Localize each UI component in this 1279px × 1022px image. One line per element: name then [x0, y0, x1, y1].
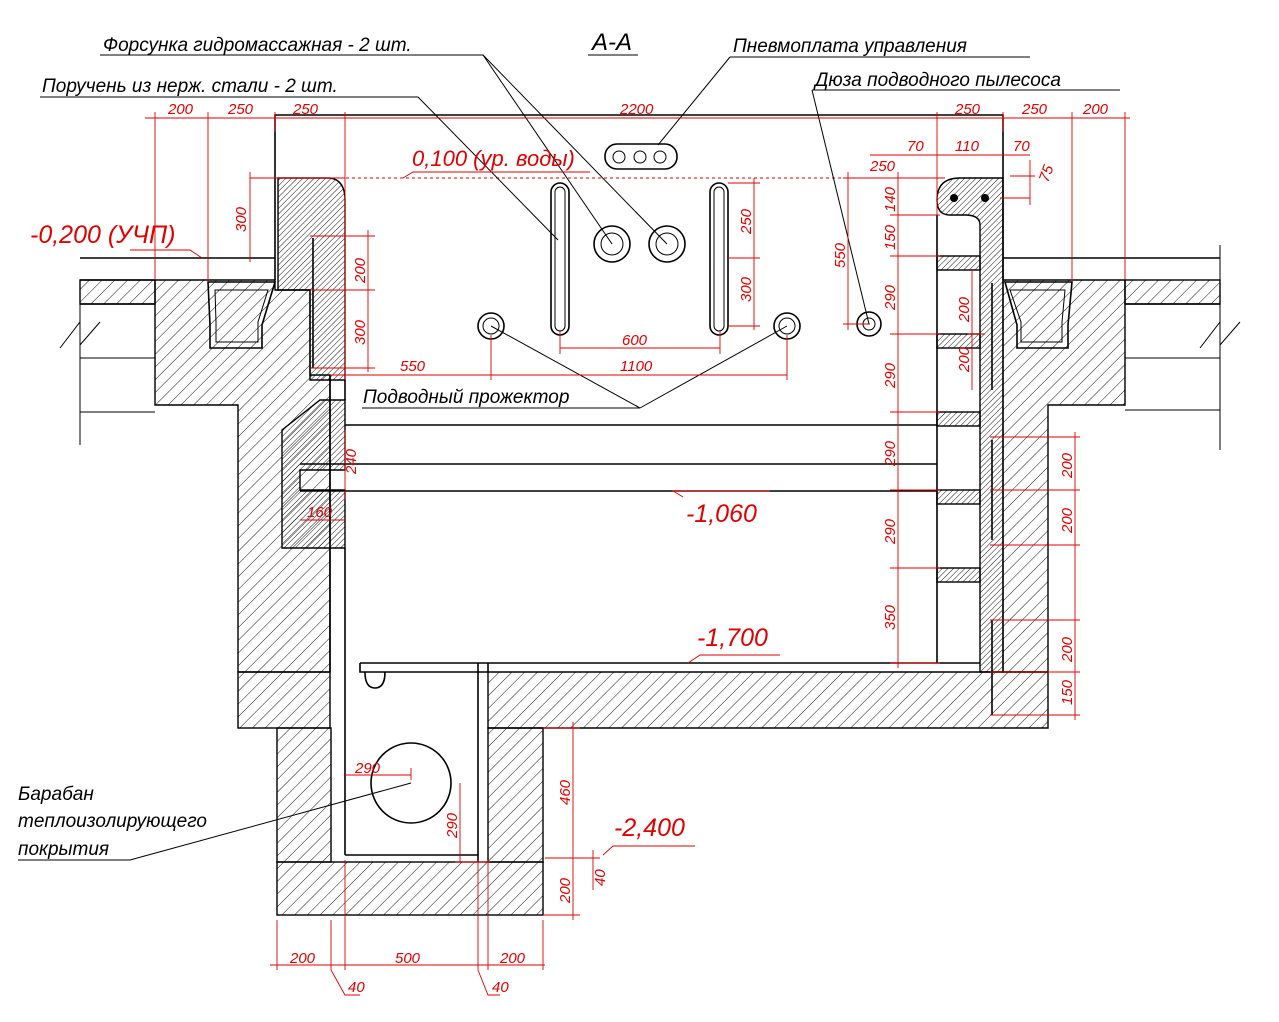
label-handrail: Поручень из нерж. стали - 2 шт.: [42, 76, 338, 97]
dimension-lines: [130, 112, 1130, 996]
vacuum-dot-2: [981, 194, 989, 202]
dim-460: 460: [557, 779, 574, 805]
level-shelf: -1,060: [686, 500, 757, 528]
dim-150: 150: [882, 224, 899, 250]
dim-240: 240: [343, 448, 360, 475]
dim-200-right-1: 200: [1059, 452, 1076, 479]
dim-75: 75: [1036, 162, 1058, 184]
dim-250-rail: 250: [738, 208, 755, 235]
dim-290-4: 290: [882, 518, 899, 545]
step-3: [936, 411, 981, 427]
drum-circle: [370, 742, 452, 824]
dim-70-right: 70: [1013, 138, 1030, 155]
dim-40: 40: [592, 869, 609, 886]
level-bottom: -1,700: [697, 624, 768, 652]
dim-290-1: 290: [882, 284, 899, 311]
dim-200-right-3: 200: [1059, 636, 1076, 663]
left-handrail: [550, 182, 570, 336]
dim-200-right-2: 200: [1059, 507, 1076, 534]
nozzle-right: [648, 225, 686, 263]
dim-top-250-left-1: 250: [227, 101, 254, 118]
dim-top-250-left-2: 250: [292, 101, 319, 118]
leader-lines: [18, 54, 1120, 861]
equipment: [477, 143, 989, 340]
dim-300-rail: 300: [738, 276, 755, 302]
control-panel: [604, 143, 678, 170]
label-vacuum-nozzle: Дюза подводного пылесоса: [813, 70, 1061, 91]
left-ground-strip: [79, 279, 156, 305]
level-pit: -2,400: [614, 814, 685, 842]
section-title: А-А: [590, 29, 632, 56]
step-5: [936, 567, 981, 583]
concrete-structure: [79, 177, 1221, 916]
dim-600: 600: [622, 332, 648, 349]
dim-300-wall: 300: [233, 206, 250, 232]
dim-200-step-1: 200: [956, 296, 973, 323]
label-control-panel: Пневмоплата управления: [733, 36, 967, 57]
dim-300-left: 300: [352, 319, 369, 345]
label-drum-1: Барабан: [18, 784, 94, 805]
outline-lines: [59, 114, 1241, 862]
dim-160: 160: [307, 504, 333, 521]
dim-200-left: 200: [352, 257, 369, 284]
left-wall-concrete: [154, 279, 331, 673]
dim-110: 110: [955, 138, 980, 155]
label-nozzle: Форсунка гидромассажная - 2 шт.: [103, 35, 412, 56]
dim-200-pit: 200: [557, 877, 574, 904]
step-4: [936, 489, 981, 505]
dim-top-200-right: 200: [1082, 101, 1109, 118]
dim-200-step-2: 200: [956, 346, 973, 373]
dim-top-250-right-1: 250: [954, 101, 981, 118]
left-bottom-block: [237, 671, 331, 729]
dim-290-drum-h: 290: [354, 760, 381, 777]
dim-150-right: 150: [1059, 679, 1076, 705]
level-ground: -0,200 (УЧП): [30, 221, 175, 249]
dim-top-2200: 2200: [619, 101, 654, 118]
label-drum-3: покрытия: [18, 839, 109, 860]
dim-350: 350: [882, 604, 899, 630]
dim-bottom-200-right: 200: [499, 950, 526, 967]
dim-bottom-200-left: 200: [289, 950, 316, 967]
dim-bottom-40-left: 40: [348, 979, 365, 996]
pit-floor: [276, 861, 544, 916]
dim-140: 140: [882, 186, 899, 212]
bottom-slab: [487, 671, 1049, 729]
dim-70-left: 70: [907, 138, 924, 155]
nozzle-left: [593, 225, 631, 263]
dim-bottom-500: 500: [395, 950, 421, 967]
right-handrail: [709, 182, 729, 336]
label-spotlight: Подводный прожектор: [363, 387, 569, 408]
right-ground-strip: [1124, 279, 1221, 305]
dim-290-3: 290: [882, 440, 899, 467]
dim-250-right-inner: 250: [869, 158, 896, 175]
label-drum-2: теплоизолирующего: [18, 811, 207, 832]
pit-right-wall: [487, 727, 544, 863]
left-coping: [277, 177, 346, 381]
vacuum-dot-1: [950, 194, 958, 202]
step-2: [936, 333, 981, 349]
dim-290-drum-v: 290: [444, 812, 461, 839]
step-1: [936, 255, 981, 271]
dim-bottom-40-right: 40: [492, 979, 509, 996]
pit-left-wall: [276, 727, 332, 863]
dim-550-vertical: 550: [832, 242, 849, 268]
level-water: 0,100 (ур. воды): [412, 146, 575, 171]
dim-550-horizontal: 550: [400, 358, 426, 375]
dim-top-250-right-2: 250: [1021, 101, 1048, 118]
right-coping: [936, 177, 1004, 673]
dim-290-2: 290: [882, 362, 899, 389]
dim-top-200-left: 200: [167, 101, 194, 118]
dim-1100: 1100: [620, 358, 653, 375]
